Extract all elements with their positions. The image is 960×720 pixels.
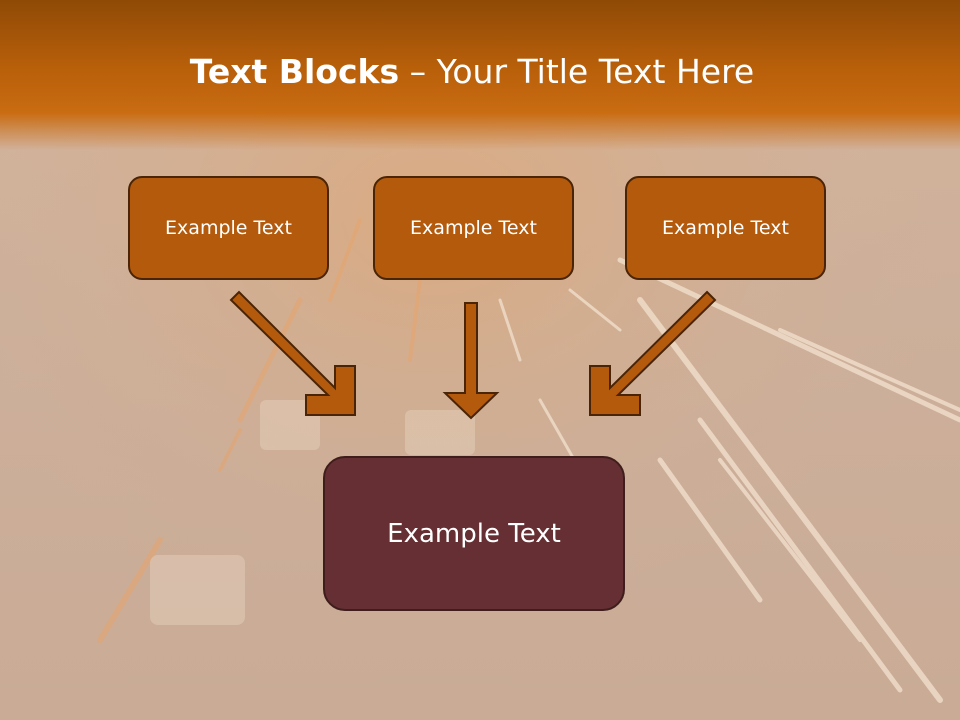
text-block-center[interactable]: Example Text xyxy=(373,176,574,280)
text-block-right[interactable]: Example Text xyxy=(625,176,826,280)
text-block-right-label: Example Text xyxy=(662,217,789,239)
text-block-bottom-label: Example Text xyxy=(387,518,561,549)
text-block-bottom[interactable]: Example Text xyxy=(323,456,625,611)
arrow-center xyxy=(442,302,500,420)
title-dash: – xyxy=(399,52,437,91)
title-rest: Your Title Text Here xyxy=(436,52,755,91)
text-block-center-label: Example Text xyxy=(410,217,537,239)
text-block-left-label: Example Text xyxy=(165,217,292,239)
arrow-left xyxy=(229,290,356,416)
text-block-left[interactable]: Example Text xyxy=(128,176,329,280)
page-title: Text Blocks – Your Title Text Here xyxy=(0,52,944,91)
title-bold: Text Blocks xyxy=(189,52,400,91)
title-band xyxy=(0,0,960,150)
arrow-right xyxy=(589,290,717,416)
